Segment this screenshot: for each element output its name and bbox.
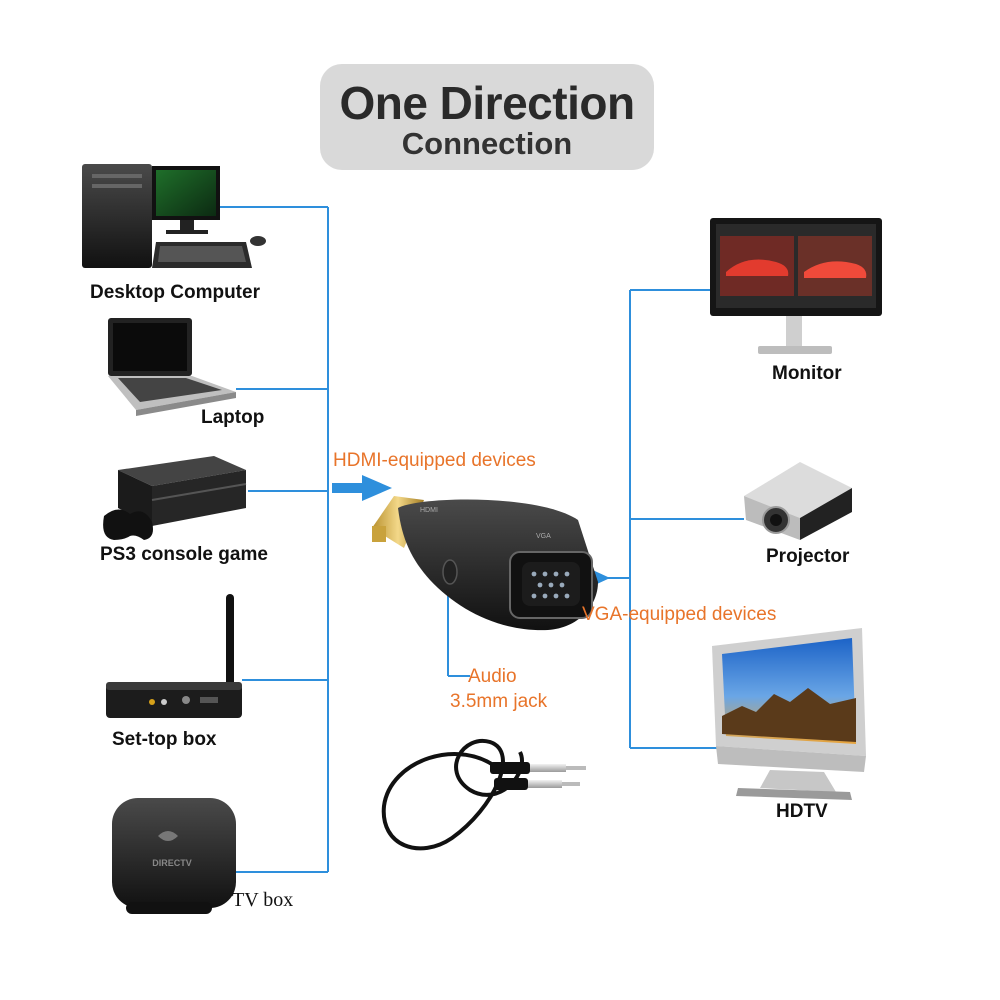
title-box: One Direction Connection	[320, 64, 654, 170]
set-top-box-icon	[106, 594, 242, 718]
label-tv-box: TV box	[232, 889, 294, 911]
connection-lines	[218, 206, 744, 873]
audio-label-line1: Audio	[468, 666, 517, 687]
game-console-icon	[103, 456, 247, 540]
audio-cable-icon	[381, 738, 586, 851]
tv-box-icon: DIRECTV	[112, 798, 236, 914]
adapter-icon: HDMI VGA	[372, 496, 598, 631]
adapter-hdmi-text: HDMI	[420, 507, 438, 514]
monitor-icon	[710, 218, 882, 354]
label-hdtv: HDTV	[776, 801, 828, 822]
desktop-computer-icon	[82, 164, 266, 268]
projector-icon	[744, 462, 852, 540]
label-monitor: Monitor	[772, 363, 842, 384]
label-ps3: PS3 console game	[100, 544, 268, 565]
label-set-top-box: Set-top box	[112, 729, 217, 750]
hdtv-icon	[712, 628, 866, 800]
adapter-vga-text: VGA	[536, 533, 551, 540]
laptop-icon	[108, 318, 236, 416]
hdmi-arrow	[332, 475, 392, 501]
title-sub: Connection	[401, 126, 573, 161]
title-main: One Direction	[339, 77, 635, 129]
tv-box-brand: DIRECTV	[152, 858, 192, 868]
vga-devices-label: VGA-equipped devices	[582, 604, 777, 625]
audio-label-line2: 3.5mm jack	[450, 691, 548, 712]
label-projector: Projector	[766, 546, 850, 567]
label-desktop-computer: Desktop Computer	[90, 282, 260, 303]
label-laptop: Laptop	[201, 407, 265, 428]
hdmi-devices-label: HDMI-equipped devices	[333, 450, 536, 471]
